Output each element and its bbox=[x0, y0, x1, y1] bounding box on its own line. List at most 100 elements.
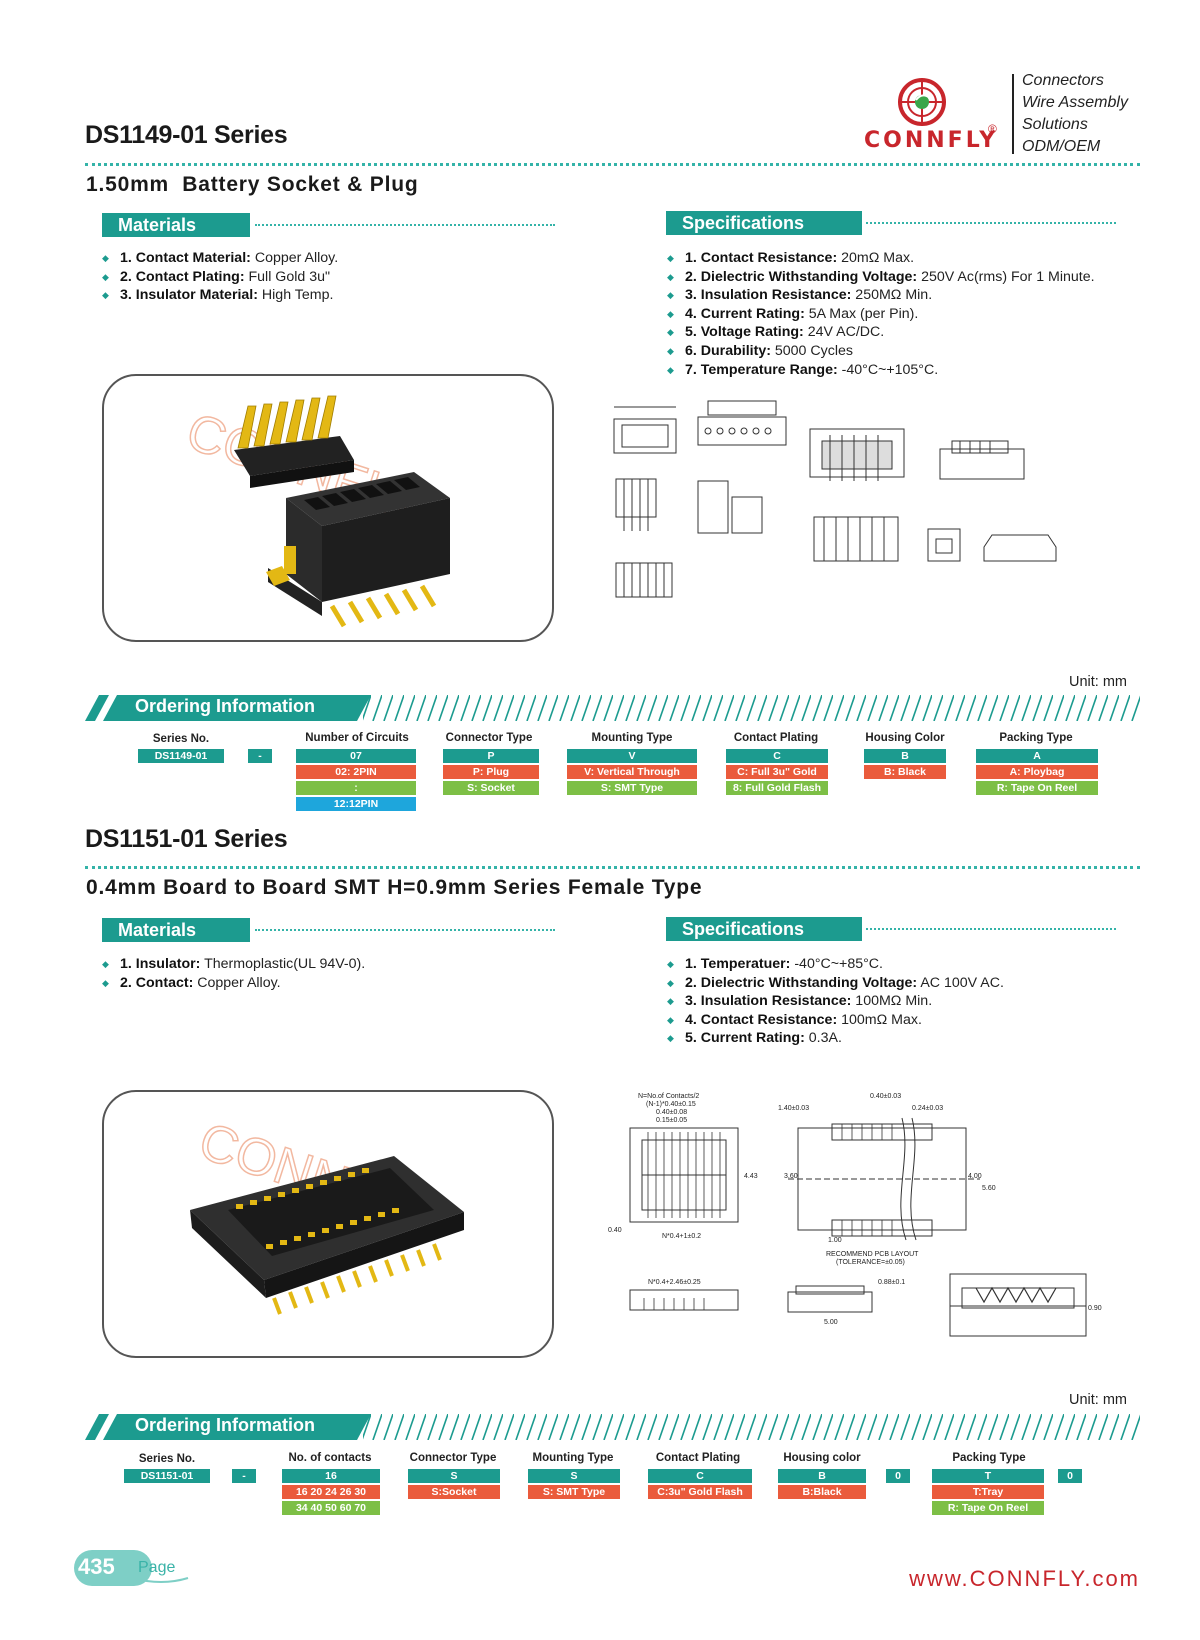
dim-label: (TOLERANCE=±0.05) bbox=[836, 1259, 905, 1266]
column-option: 02: 2PIN bbox=[296, 765, 416, 779]
list-item: 1. Contact Resistance: 20mΩ Max. bbox=[667, 249, 1095, 268]
dim-label: N*0.4+1±0.2 bbox=[662, 1233, 701, 1240]
series-no-value: DS1151-01 bbox=[124, 1469, 210, 1483]
dim-label: N*0.4+2.46±0.25 bbox=[648, 1279, 701, 1286]
column-option: R: Tape On Reel bbox=[976, 781, 1098, 795]
series-title-ds1149: DS1149-01 Series bbox=[85, 121, 288, 149]
header-divider bbox=[1012, 74, 1014, 154]
materials-heading: Materials bbox=[102, 918, 250, 942]
column-value: C bbox=[726, 749, 828, 763]
tagline-line: Connectors bbox=[1022, 72, 1104, 89]
dim-label: 1.40±0.03 bbox=[778, 1105, 809, 1112]
column-label: Housing color bbox=[783, 1452, 861, 1464]
list-item: 5. Current Rating: 0.3A. bbox=[667, 1029, 1004, 1048]
series-no-label: Series No. bbox=[152, 733, 210, 745]
dim-label: 3.60 bbox=[784, 1173, 798, 1180]
column-option: C:3u" Gold Flash bbox=[648, 1485, 752, 1499]
column-label: Housing Color bbox=[865, 732, 945, 744]
list-item: 3. Insulator Material: High Temp. bbox=[102, 286, 338, 305]
connfly-logo: CONNFLY ® bbox=[860, 72, 1000, 158]
unit-label: Unit: mm bbox=[1069, 1392, 1127, 1408]
subtitle-ds1151: 0.4mm Board to Board SMT H=0.9mm Series … bbox=[86, 876, 703, 899]
ordering-bar-graphic bbox=[85, 1414, 1140, 1440]
column-label: No. of contacts bbox=[288, 1452, 372, 1464]
list-item: 3. Insulation Resistance: 100MΩ Min. bbox=[667, 992, 1004, 1011]
column-option: 12:12PIN bbox=[296, 797, 416, 811]
ordering-information-bar: Ordering Information bbox=[85, 1414, 1140, 1440]
product-photo-ds1151: CONNFLY bbox=[102, 1090, 554, 1358]
drawing-svg bbox=[613, 400, 1057, 598]
column-value: B bbox=[778, 1469, 866, 1483]
page-number: 435 bbox=[78, 1554, 115, 1579]
subtitle-ds1149: 1.50mm Battery Socket & Plug bbox=[86, 173, 419, 196]
registered-mark: ® bbox=[988, 122, 997, 136]
column-label: Connector Type bbox=[409, 1452, 497, 1464]
dim-label: N=No.of Contacts/2 bbox=[638, 1093, 699, 1100]
column-option: C: Full 3u" Gold bbox=[726, 765, 828, 779]
column-option: B:Black bbox=[778, 1485, 866, 1499]
column-option: B: Black bbox=[864, 765, 946, 779]
battery-connector-illustration: CONNFLY bbox=[179, 395, 450, 628]
column-label: Mounting Type bbox=[532, 1452, 614, 1464]
specifications-dotted-rule bbox=[866, 928, 1116, 930]
technical-drawing-ds1149 bbox=[600, 395, 1120, 645]
specifications-dotted-rule bbox=[866, 222, 1116, 224]
tagline-line: Solutions bbox=[1022, 116, 1088, 133]
specifications-heading: Specifications bbox=[666, 211, 862, 235]
fixed-code-zero: 0 bbox=[1058, 1469, 1082, 1483]
column-option: 8: Full Gold Flash bbox=[726, 781, 828, 795]
dim-label: 0.40±0.08 bbox=[656, 1109, 687, 1116]
ordering-bar-graphic bbox=[85, 695, 1140, 721]
list-item: 3. Insulation Resistance: 250MΩ Min. bbox=[667, 286, 1095, 305]
specifications-list: 1. Temperatuer: -40°C~+85°C. 2. Dielectr… bbox=[667, 955, 1004, 1048]
list-item: 4. Current Rating: 5A Max (per Pin). bbox=[667, 305, 1095, 324]
column-option: S: SMT Type bbox=[567, 781, 697, 795]
column-value: S bbox=[528, 1469, 620, 1483]
column-label: Contact Plating bbox=[655, 1452, 741, 1464]
separator-dash: - bbox=[232, 1469, 256, 1483]
list-item: 1. Temperatuer: -40°C~+85°C. bbox=[667, 955, 1004, 974]
dim-label: 5.60 bbox=[982, 1185, 996, 1192]
list-item: 1. Insulator: Thermoplastic(UL 94V-0). bbox=[102, 955, 365, 974]
page-badge-shape-icon bbox=[74, 1550, 189, 1586]
materials-dotted-rule bbox=[255, 224, 555, 226]
column-label: Packing Type bbox=[952, 1452, 1026, 1464]
page-badge: 435 Page bbox=[72, 1548, 192, 1588]
list-item: 4. Contact Resistance: 100mΩ Max. bbox=[667, 1011, 1004, 1030]
series-no-label: Series No. bbox=[138, 1453, 196, 1465]
column-value: B bbox=[864, 749, 946, 763]
column-label: Packing Type bbox=[999, 732, 1073, 744]
tagline-line: ODM/OEM bbox=[1022, 138, 1101, 155]
tagline: Connectors Wire Assembly Solutions ODM/O… bbox=[1022, 70, 1128, 158]
website-url[interactable]: www.CONNFLY.com bbox=[909, 1566, 1140, 1591]
dim-label: 0.88±0.1 bbox=[878, 1279, 905, 1286]
connfly-logo-mark-icon bbox=[898, 78, 946, 126]
column-value: P bbox=[443, 749, 539, 763]
column-option: 34 40 50 60 70 bbox=[282, 1501, 380, 1515]
tagline-line: Wire Assembly bbox=[1022, 94, 1128, 111]
ordering-information-title: Ordering Information bbox=[135, 696, 315, 716]
series-title-ds1151: DS1151-01 Series bbox=[85, 825, 288, 853]
connfly-logo-text: CONNFLY bbox=[864, 128, 999, 153]
column-value: A bbox=[976, 749, 1098, 763]
dim-label: 0.40 bbox=[608, 1227, 622, 1234]
dim-label: (N-1)*0.40±0.15 bbox=[646, 1101, 696, 1108]
dim-label: 0.90 bbox=[1088, 1305, 1102, 1312]
dim-label: 0.24±0.03 bbox=[912, 1105, 943, 1112]
column-value: 07 bbox=[296, 749, 416, 763]
specifications-list: 1. Contact Resistance: 20mΩ Max. 2. Diel… bbox=[667, 249, 1095, 379]
column-option: S: SMT Type bbox=[528, 1485, 620, 1499]
specifications-heading: Specifications bbox=[666, 917, 862, 941]
dim-label: 0.15±0.05 bbox=[656, 1117, 687, 1124]
column-option: : bbox=[296, 781, 416, 795]
column-value: V bbox=[567, 749, 697, 763]
column-value: T bbox=[932, 1469, 1044, 1483]
column-option: 16 20 24 26 30 bbox=[282, 1485, 380, 1499]
column-option: P: Plug bbox=[443, 765, 539, 779]
list-item: 2. Contact: Copper Alloy. bbox=[102, 974, 365, 993]
unit-label: Unit: mm bbox=[1069, 674, 1127, 690]
dim-label: 5.00 bbox=[824, 1319, 838, 1326]
list-item: 5. Voltage Rating: 24V AC/DC. bbox=[667, 323, 1095, 342]
series-no-value: DS1149-01 bbox=[138, 749, 224, 763]
list-item: 2. Dielectric Withstanding Voltage: AC 1… bbox=[667, 974, 1004, 993]
